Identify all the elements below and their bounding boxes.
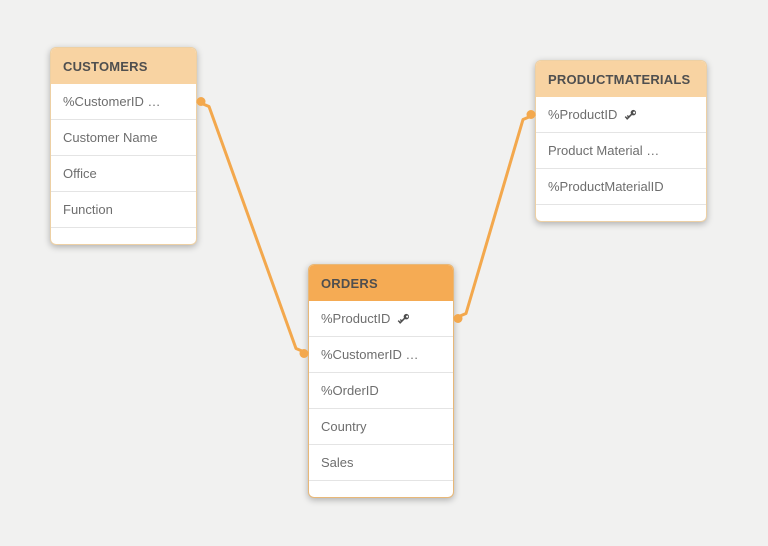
field-row[interactable]: Product Material … [536, 133, 706, 169]
field-name: Country [321, 419, 367, 434]
field-row[interactable]: Office [51, 156, 196, 192]
field-row[interactable]: Country [309, 409, 453, 445]
key-icon [625, 109, 637, 120]
field-name: %OrderID [321, 383, 379, 398]
field-row[interactable]: Sales [309, 445, 453, 481]
field-name: Sales [321, 455, 354, 470]
field-name: %ProductMaterialID [548, 179, 664, 194]
table-header-orders[interactable]: ORDERS [309, 265, 453, 301]
field-name: %ProductID [548, 107, 618, 122]
table-node-orders[interactable]: ORDERS %ProductID %CustomerID … %OrderID Cou… [308, 264, 454, 498]
field-row[interactable]: %CustomerID … [309, 337, 453, 373]
connector-line [453, 113, 536, 320]
field-name: %CustomerID … [63, 94, 161, 109]
table-header-customers[interactable]: CUSTOMERS [51, 48, 196, 84]
connector-line [196, 100, 309, 355]
field-name: %CustomerID … [321, 347, 419, 362]
connector-dot [196, 97, 206, 106]
field-row[interactable]: %ProductID [309, 301, 453, 337]
field-name: Office [63, 166, 97, 181]
connector-dot [453, 314, 463, 323]
table-node-productmaterials[interactable]: PRODUCTMATERIALS %ProductID Product Materi… [535, 60, 707, 222]
field-name: %ProductID [321, 311, 391, 326]
field-name: Product Material … [548, 143, 660, 158]
field-row[interactable]: %OrderID [309, 373, 453, 409]
field-row[interactable]: Function [51, 192, 196, 228]
table-header-productmaterials[interactable]: PRODUCTMATERIALS [536, 61, 706, 97]
key-icon [398, 313, 410, 324]
field-row[interactable]: %ProductMaterialID [536, 169, 706, 205]
field-name: Customer Name [63, 130, 158, 145]
field-row[interactable]: %CustomerID … [51, 84, 196, 120]
field-row[interactable]: %ProductID [536, 97, 706, 133]
field-row[interactable]: Customer Name [51, 120, 196, 156]
field-name: Function [63, 202, 113, 217]
